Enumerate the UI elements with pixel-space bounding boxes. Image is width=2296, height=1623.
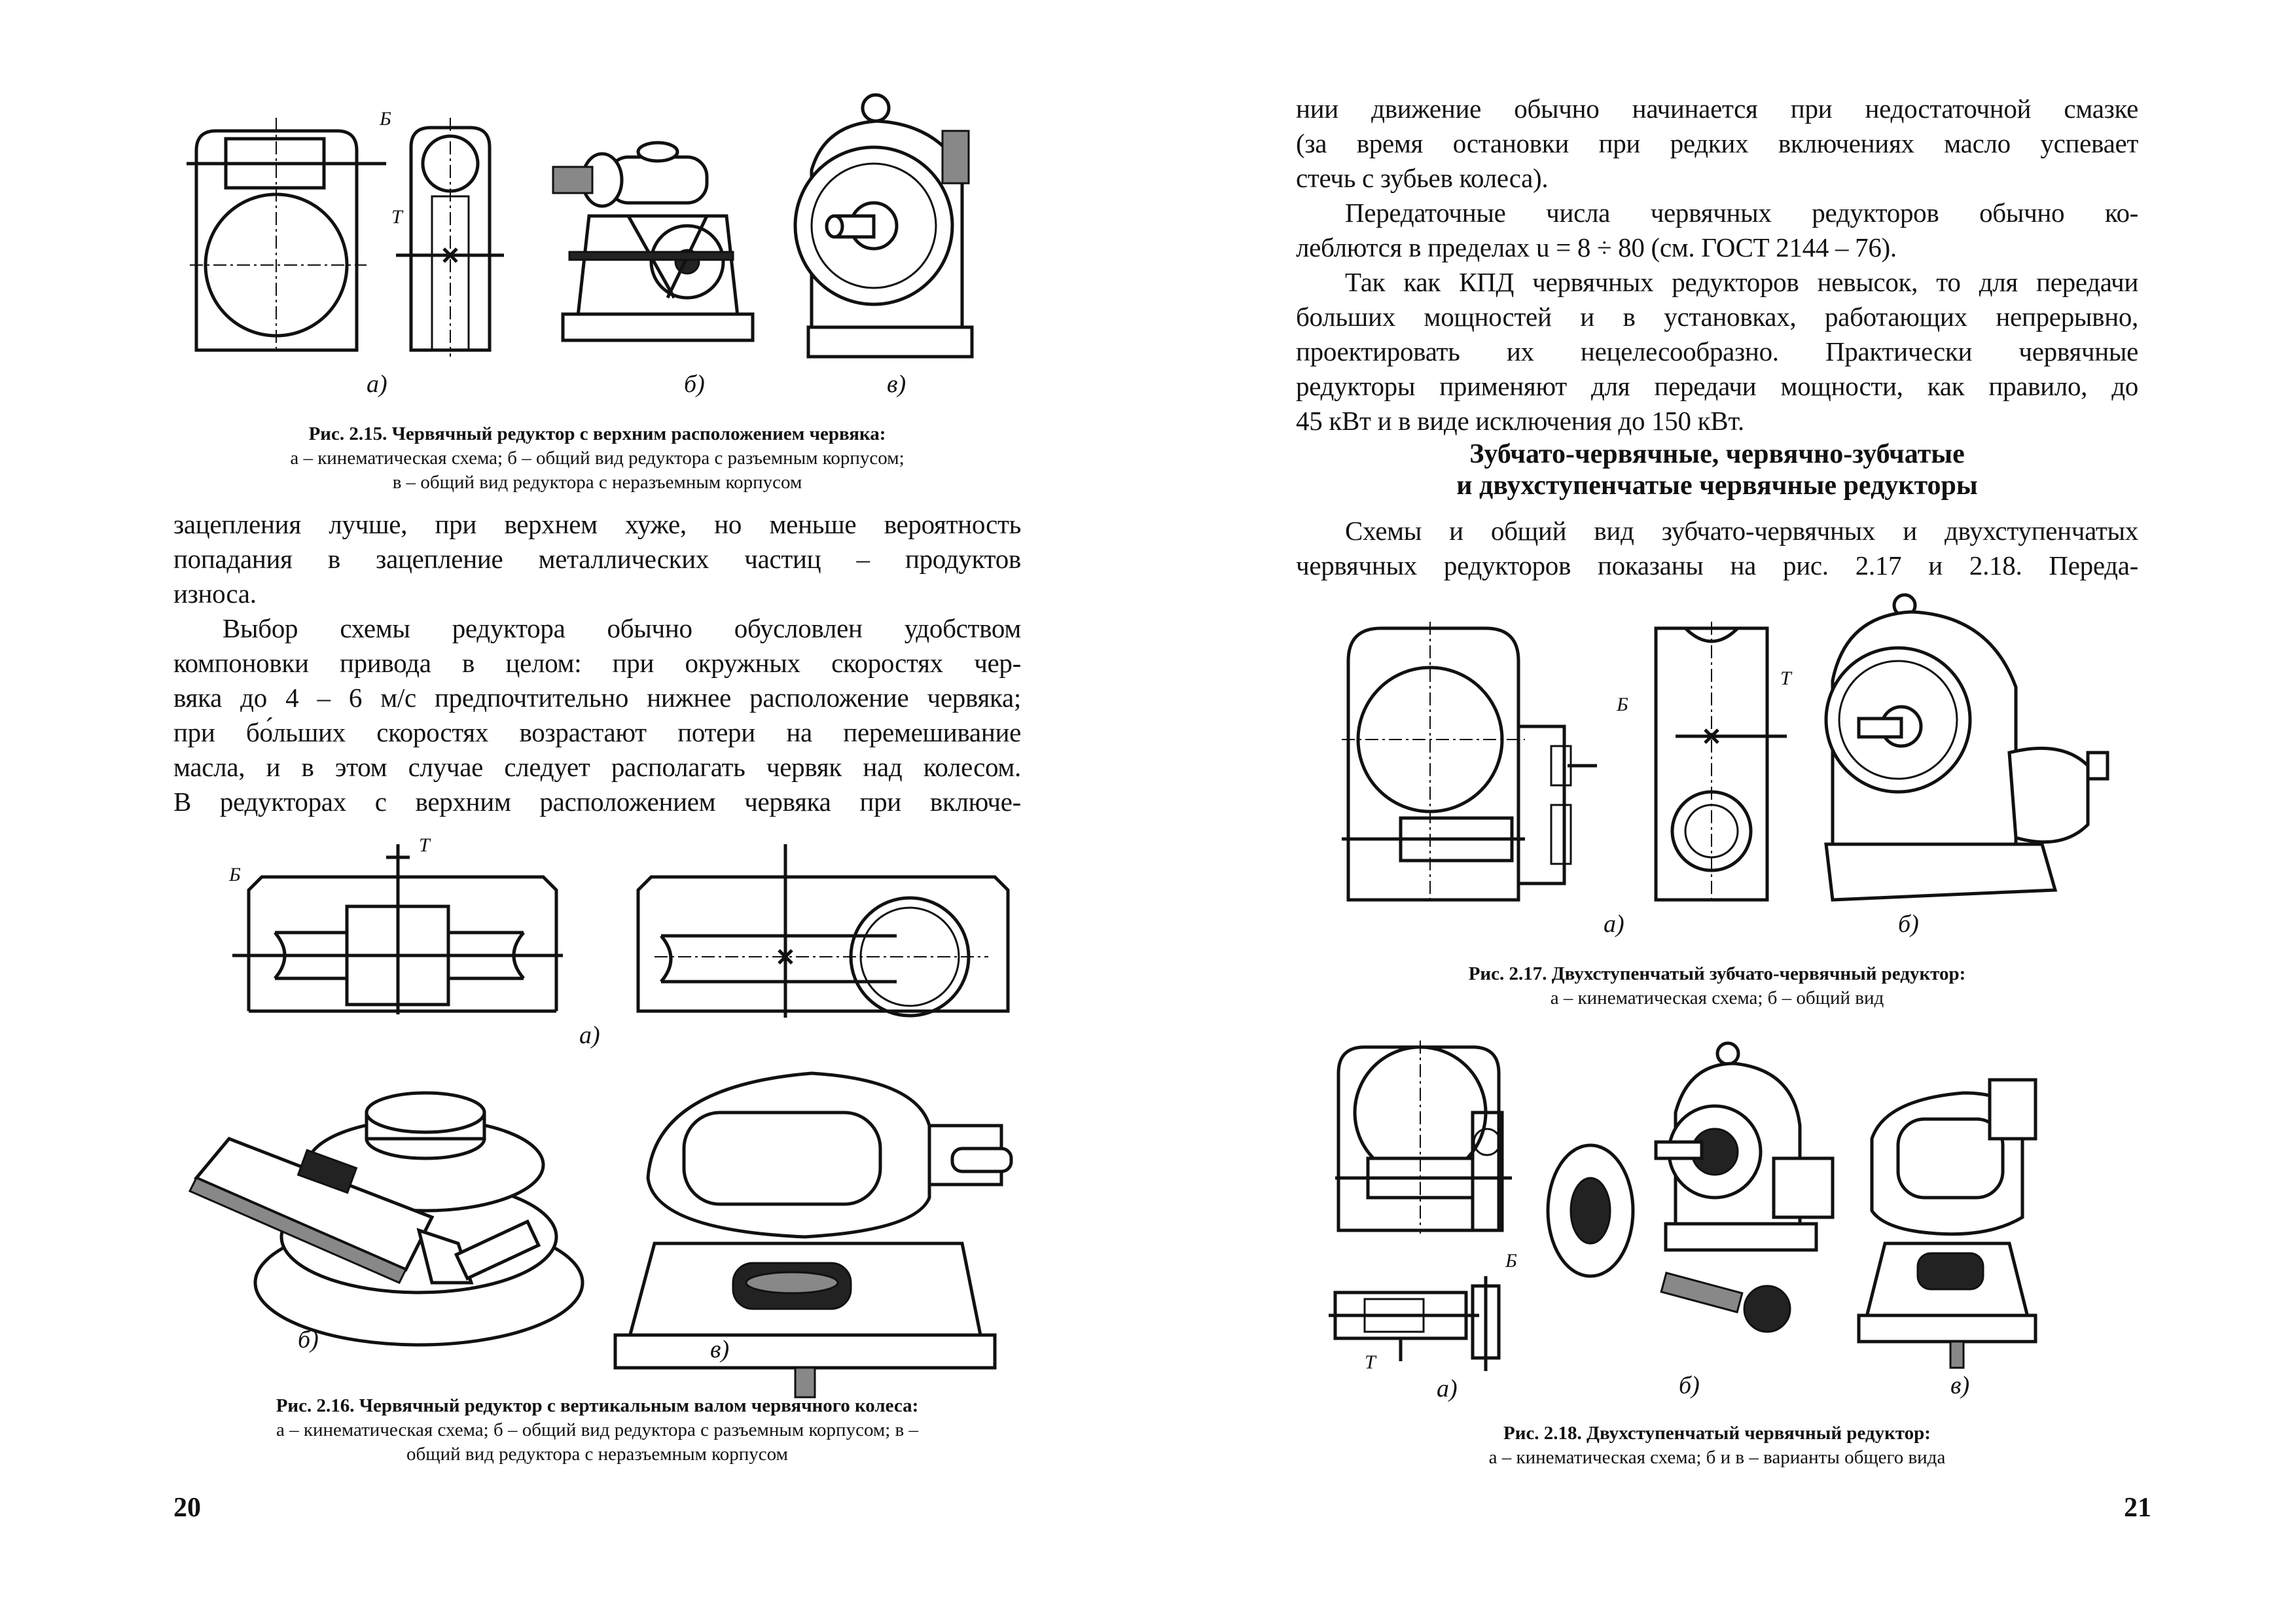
text-line: попадания в зацепление металлических час… <box>173 544 1021 574</box>
fig-2-16-letter-t: Т <box>419 834 430 856</box>
fig-2-17b-general-view-drawing <box>1824 593 2109 902</box>
fig-2-16a-left-scheme <box>232 844 563 1014</box>
fig-2-16-caption: Рис. 2.16. Червячный редуктор с вертикал… <box>160 1394 1034 1467</box>
fig-2-17-caption: Рис. 2.17. Двухступенчатый зубчато-червя… <box>1296 962 2138 1010</box>
fig-2-16v-solid-housing-drawing <box>613 1071 1013 1399</box>
text-line: леблются в пределах u = 8 ÷ 80 (см. ГОСТ… <box>1296 232 1897 262</box>
fig-2-17-letter-b: Б <box>1617 694 1628 715</box>
text-line: износа. <box>173 579 257 609</box>
fig-2-18-letter-t: Т <box>1365 1351 1376 1373</box>
caption-title: Рис. 2.16. Червячный редуктор с вертикал… <box>276 1395 919 1416</box>
fig-2-15v-solid-housing-drawing <box>793 93 974 359</box>
text-line: вяка до 4 – 6 м/с предпочтительно нижнее… <box>173 683 1021 713</box>
fig-2-18-letter-b: Б <box>1505 1250 1517 1272</box>
text-line: больших мощностей и в установках, работа… <box>1296 302 2138 332</box>
text-line: 45 кВт и в виде исключения до 150 кВт. <box>1296 406 1744 436</box>
right-body-text: нии движение обычно начинается при недос… <box>1296 92 2138 438</box>
text-line: червячных редукторов показаны на рис. 2.… <box>1296 550 2138 580</box>
left-body-text: зацепления лучше, при верхнем хуже, но м… <box>173 507 1021 819</box>
page-number-right: 21 <box>2124 1493 2151 1523</box>
fig-2-18-label-a: а) <box>1437 1375 1458 1402</box>
heading-line: Зубчато-червячные, червячно-зубчатые <box>1469 439 1965 469</box>
caption-title: Рис. 2.15. Червячный редуктор с верхним … <box>308 423 886 444</box>
caption-line: общий вид редуктора с неразъемным корпус… <box>406 1444 788 1465</box>
fig-2-17-label-a: а) <box>1604 910 1624 938</box>
text-line: стечь с зубьев колеса). <box>1296 163 1549 193</box>
fig-2-17-letter-t: Т <box>1780 668 1791 689</box>
fig-2-15-label-a: а) <box>367 370 387 398</box>
caption-line: в – общий вид редуктора с неразъемным ко… <box>392 472 802 493</box>
fig-2-18v-general-view-drawing <box>1857 1078 2037 1369</box>
fig-2-15-label-b: б) <box>684 370 705 398</box>
fig-2-15-letter-t: Т <box>391 206 403 228</box>
text-line: при бо́льших скоростях возрастают потери… <box>173 717 1021 747</box>
fig-2-16-letter-b: Б <box>229 864 241 885</box>
text-line: нии движение обычно начинается при недос… <box>1296 94 2138 124</box>
fig-2-18-label-b: б) <box>1679 1372 1700 1399</box>
text-line: Выбор схемы редуктора обычно обусловлен … <box>223 613 1021 643</box>
text-line: (за время остановки при редких включения… <box>1296 128 2138 158</box>
fig-2-17-label-b: б) <box>1898 910 1919 938</box>
fig-2-17a-side-scheme <box>1654 622 1787 903</box>
text-line: редукторы применяют для передачи мощност… <box>1296 371 2138 401</box>
text-line: зацепления лучше, при верхнем хуже, но м… <box>173 509 1021 539</box>
caption-title: Рис. 2.18. Двухступенчатый червячный ред… <box>1503 1423 1931 1444</box>
text-line: масла, и в этом случае следует располага… <box>173 752 1021 782</box>
text-line: Схемы и общий вид зубчато-червячных и дв… <box>1345 516 2138 546</box>
page-number-left: 20 <box>173 1493 201 1523</box>
fig-2-18-label-v: в) <box>1950 1372 1970 1399</box>
fig-2-15-caption: Рис. 2.15. Червячный редуктор с верхним … <box>173 422 1021 495</box>
caption-line: а – кинематическая схема; б – общий вид … <box>276 1419 918 1440</box>
fig-2-16a-right-scheme <box>636 844 1010 1018</box>
heading-line: и двухступенчатые червячные редукторы <box>1456 471 1978 501</box>
caption-line: а – кинематическая схема; б – общий вид <box>1550 988 1884 1008</box>
text-line: В редукторах с верхним расположением чер… <box>173 787 1021 817</box>
fig-2-18-caption: Рис. 2.18. Двухступенчатый червячный ред… <box>1296 1421 2138 1470</box>
section-heading: Зубчато-червячные, червячно-зубчатые и д… <box>1296 438 2138 501</box>
text-line: проектировать их нецелесообразно. Практи… <box>1296 336 2138 366</box>
text-line: Так как КПД червячных редукторов невысок… <box>1345 267 2138 297</box>
fig-2-15-label-v: в) <box>887 370 906 398</box>
fig-2-17a-front-scheme <box>1342 622 1597 903</box>
fig-2-15-letter-b: Б <box>380 108 391 130</box>
fig-2-16-label-a: а) <box>579 1022 600 1049</box>
fig-2-15b-split-housing-drawing <box>552 141 755 342</box>
caption-line: а – кинематическая схема; б и в – вариан… <box>1488 1447 1946 1468</box>
right-paragraph-2: Схемы и общий вид зубчато-червячных и дв… <box>1296 514 2138 583</box>
fig-2-16-label-b: б) <box>298 1326 319 1353</box>
caption-title: Рис. 2.17. Двухступенчатый зубчато-червя… <box>1468 963 1966 984</box>
text-line: Передаточные числа червячных редукторов … <box>1345 198 2138 228</box>
fig-2-16b-split-housing-drawing <box>188 1091 584 1347</box>
fig-2-18b-general-view-drawing <box>1546 1041 1835 1333</box>
fig-2-16-label-v: в) <box>710 1336 730 1363</box>
fig-2-15a-side-scheme <box>396 118 504 357</box>
text-line: компоновки привода в целом: при окружных… <box>173 648 1021 678</box>
fig-2-15a-front-scheme <box>187 118 386 353</box>
fig-2-18a-scheme <box>1329 1041 1512 1371</box>
caption-line: а – кинематическая схема; б – общий вид … <box>290 448 905 469</box>
